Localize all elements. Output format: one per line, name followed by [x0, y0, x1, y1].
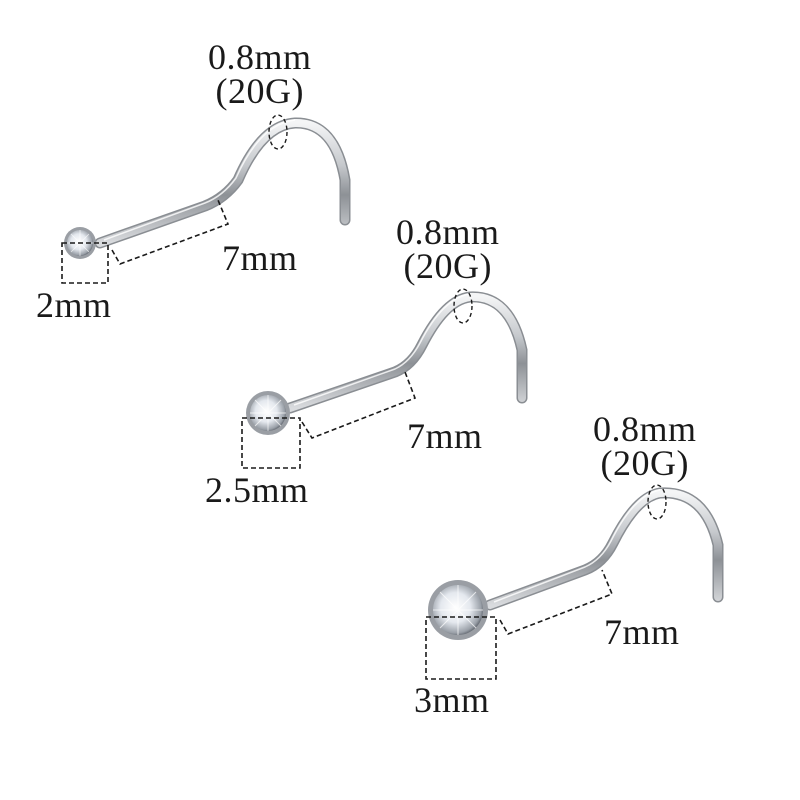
gem-size-label-1: 2mm — [36, 285, 112, 325]
gem-size-label-2: 2.5mm — [205, 470, 309, 510]
gauge-mm: 0.8mm — [593, 409, 697, 449]
gem-size-dimension — [61, 242, 109, 284]
bar-length-label-2: 7mm — [407, 416, 483, 456]
nose-stud-2 — [241, 288, 528, 469]
gauge-marker — [453, 288, 473, 324]
gauge-g: (20G) — [403, 246, 492, 286]
bar-length-dimension — [111, 199, 230, 265]
bar-length-dimension — [301, 371, 417, 439]
gauge-mm: 0.8mm — [208, 37, 312, 77]
bar-length-dimension — [499, 569, 614, 635]
gem-size-label-3: 3mm — [414, 680, 490, 720]
gem-icon — [246, 391, 290, 435]
nose-stud-1 — [61, 114, 351, 284]
gem-icon — [428, 580, 488, 640]
gauge-mm: 0.8mm — [396, 212, 500, 252]
gauge-marker — [647, 484, 667, 520]
gauge-g: (20G) — [215, 71, 304, 111]
nose-stud-3 — [425, 484, 724, 680]
gauge-label-1: 0.8mm (20G) — [208, 37, 312, 111]
bar-length-label-1: 7mm — [222, 238, 298, 278]
gem-size-dimension — [425, 616, 497, 680]
gem-size-dimension — [241, 417, 301, 469]
bar-length-label-3: 7mm — [604, 612, 680, 652]
gauge-g: (20G) — [600, 443, 689, 483]
gauge-label-2: 0.8mm (20G) — [396, 212, 500, 286]
gauge-marker — [268, 114, 288, 150]
gauge-label-3: 0.8mm (20G) — [593, 409, 697, 483]
